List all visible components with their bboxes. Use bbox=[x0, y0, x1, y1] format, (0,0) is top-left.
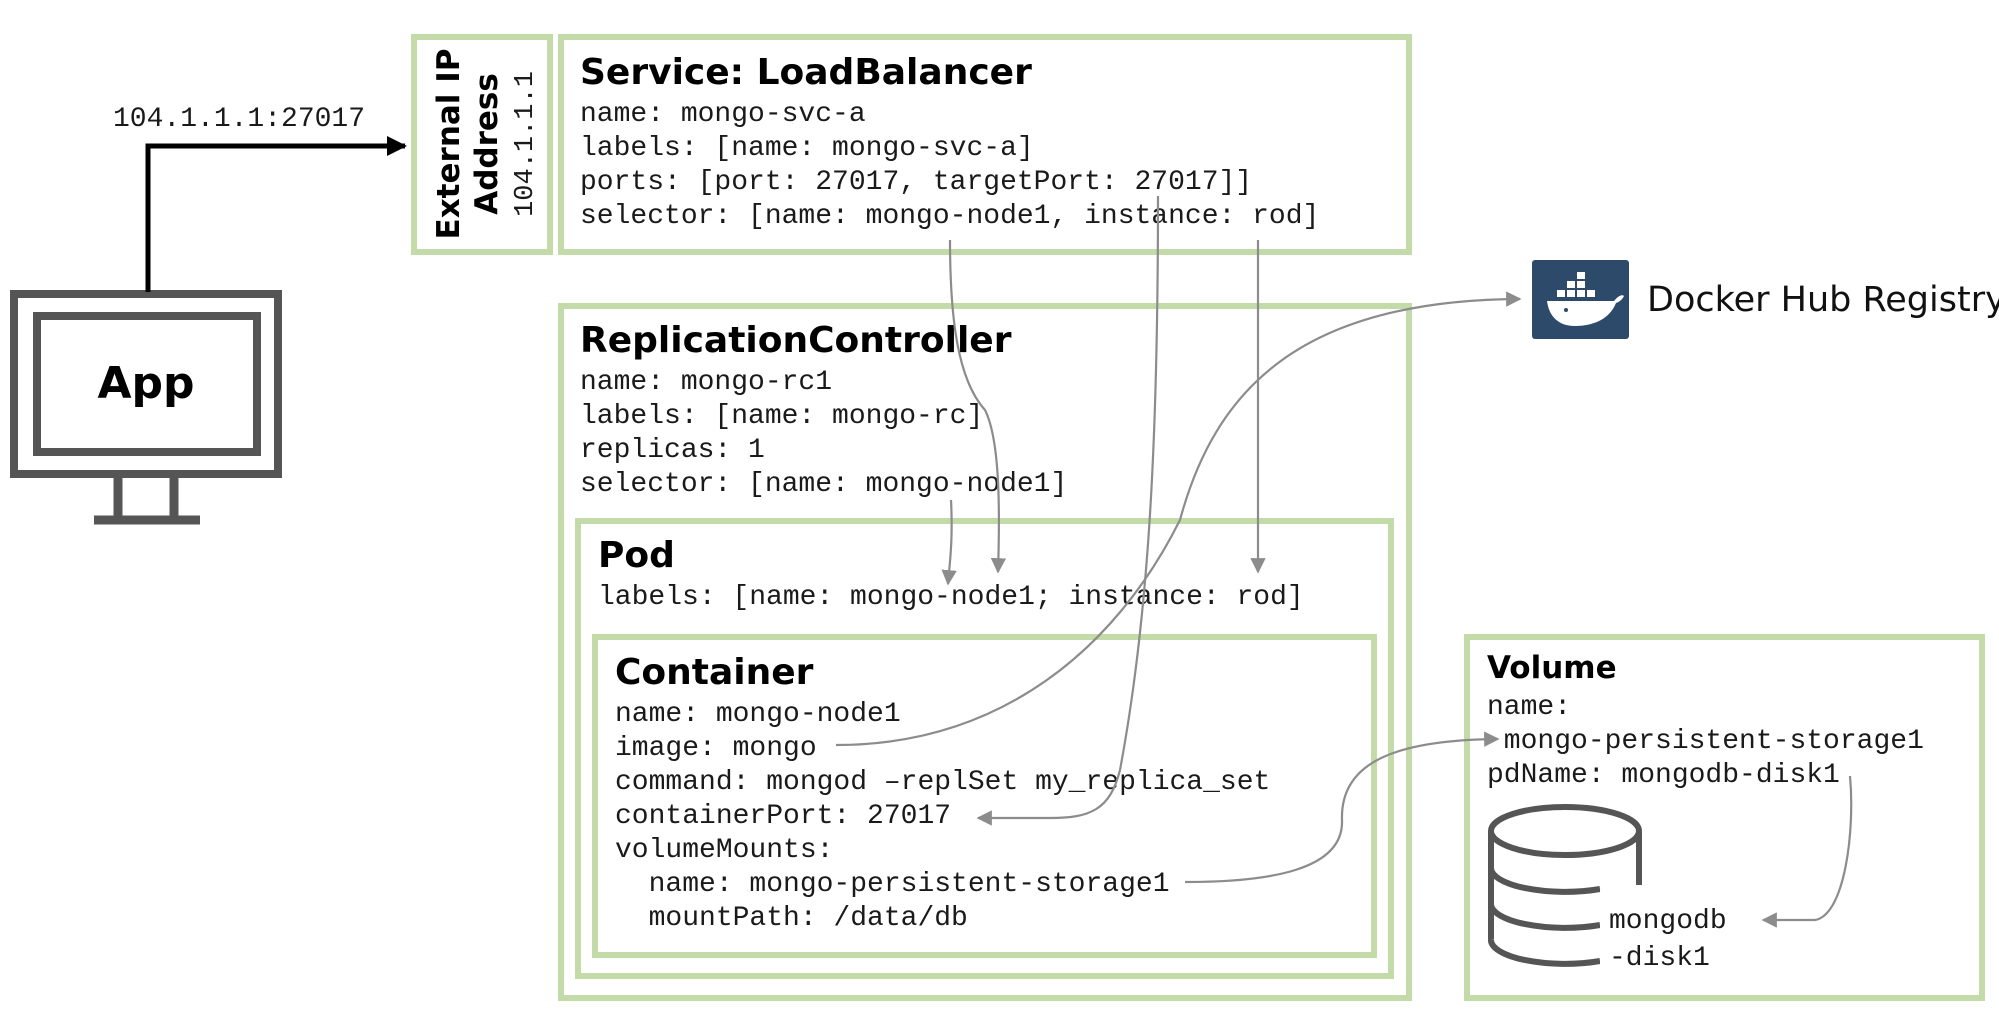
app-to-ip-arrow bbox=[145, 136, 407, 292]
rc-line: name: mongo-rc1 bbox=[580, 367, 832, 398]
pod-line: labels: [name: mongo-node1; instance: ro… bbox=[598, 582, 1304, 613]
external-ip-value: 104.1.1.1 bbox=[511, 71, 541, 217]
app-label: App bbox=[97, 358, 194, 409]
container-line: mountPath: /data/db bbox=[615, 903, 968, 934]
container-line: volumeMounts: bbox=[615, 835, 833, 866]
docker-hub-label: Docker Hub Registry bbox=[1647, 280, 1999, 320]
volume-line: mongo-persistent-storage1 bbox=[1487, 726, 1924, 757]
service-selector-name-connector bbox=[948, 239, 1007, 574]
image-to-docker-hub-connector bbox=[835, 291, 1522, 747]
service-line: selector: [name: mongo-node1, instance: … bbox=[580, 201, 1319, 232]
container-line: image: mongo bbox=[615, 733, 817, 764]
container-line: command: mongod –replSet my_replica_set bbox=[615, 767, 1270, 798]
pod-title: Pod bbox=[598, 535, 675, 576]
container-line: name: mongo-persistent-storage1 bbox=[615, 869, 1170, 900]
service-line: name: mongo-svc-a bbox=[580, 99, 866, 130]
docker-whale-icon bbox=[1532, 260, 1629, 339]
disk-label-1: mongodb bbox=[1609, 906, 1727, 937]
target-port-connector bbox=[976, 195, 1160, 826]
disk-label-2: -disk1 bbox=[1609, 943, 1710, 974]
service-title: Service: LoadBalancer bbox=[580, 52, 1032, 93]
service-line: ports: [port: 27017, targetPort: 27017]] bbox=[580, 167, 1252, 198]
rc-line: selector: [name: mongo-node1] bbox=[580, 469, 1067, 500]
volume-mount-connector bbox=[1184, 731, 1500, 884]
app-monitor-icon bbox=[10, 290, 282, 525]
rc-line: labels: [name: mongo-rc] bbox=[580, 401, 983, 432]
rc-title: ReplicationController bbox=[580, 320, 1012, 361]
external-ip-title-1: External IP bbox=[431, 49, 467, 240]
service-box bbox=[558, 34, 1412, 255]
volume-box bbox=[1464, 634, 1985, 1001]
container-box bbox=[592, 634, 1377, 958]
external-ip-title-2: Address bbox=[469, 73, 505, 215]
volume-title: Volume bbox=[1487, 650, 1617, 686]
container-line: containerPort: 27017 bbox=[615, 801, 951, 832]
external-ip-box bbox=[411, 34, 553, 255]
rc-selector-connector bbox=[941, 499, 957, 586]
rc-line: replicas: 1 bbox=[580, 435, 765, 466]
disk-label-bg bbox=[1600, 890, 1700, 985]
app-endpoint: 104.1.1.1:27017 bbox=[113, 104, 365, 135]
volume-line: pdName: mongodb-disk1 bbox=[1487, 760, 1840, 791]
database-disk-icon bbox=[1487, 804, 1642, 967]
pd-name-connector bbox=[1761, 775, 1853, 928]
container-line: name: mongo-node1 bbox=[615, 699, 901, 730]
container-title: Container bbox=[615, 652, 814, 693]
service-line: labels: [name: mongo-svc-a] bbox=[580, 133, 1034, 164]
volume-line: name: bbox=[1487, 692, 1571, 723]
